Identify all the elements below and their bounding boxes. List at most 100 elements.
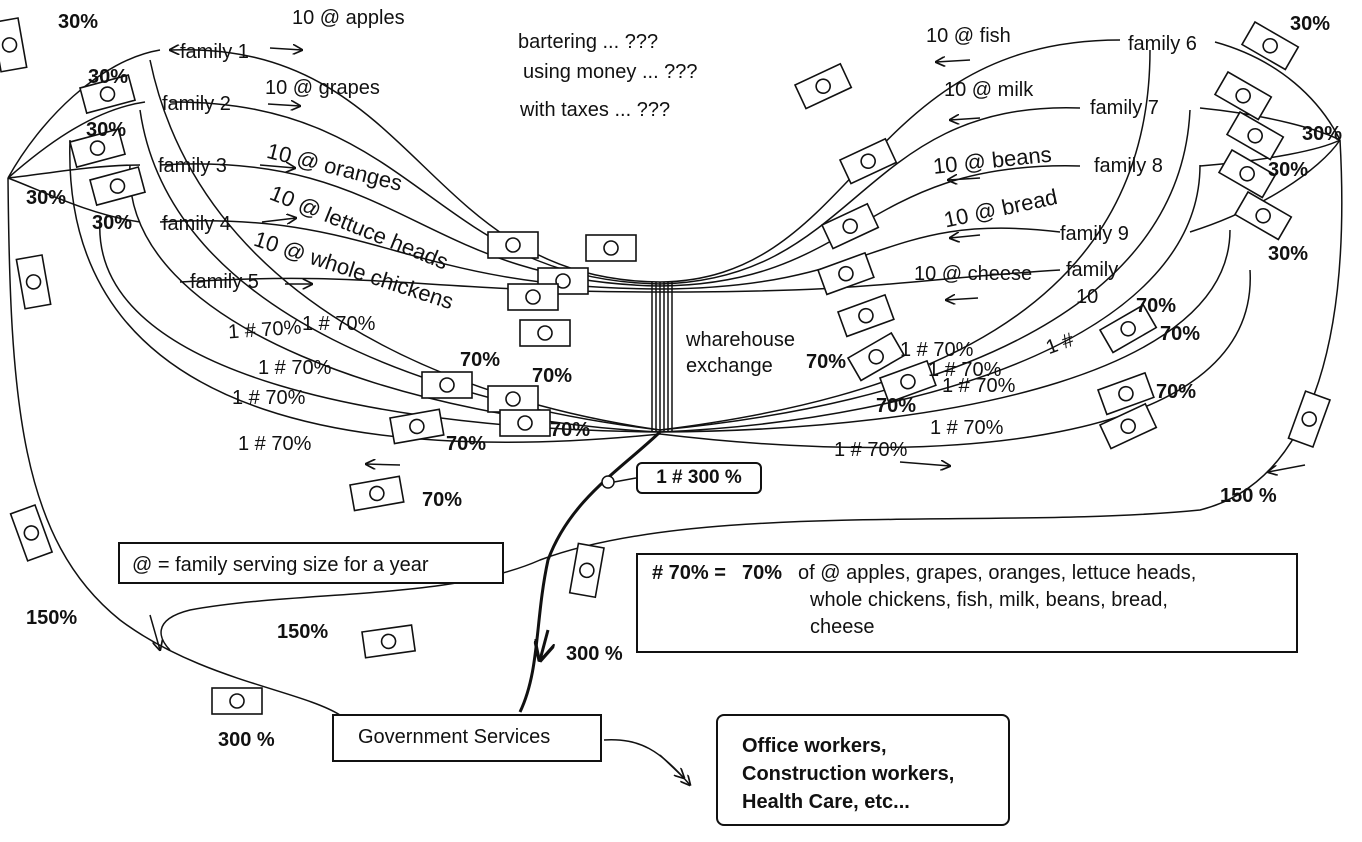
question-bartering: bartering ... ??? <box>518 31 659 53</box>
pct-30: 30% <box>92 212 133 234</box>
money-icon <box>487 385 539 413</box>
legend-hash-line1: of @ apples, grapes, oranges, lettuce he… <box>798 562 1197 584</box>
one-70-label: 1 # 70% <box>942 375 1016 397</box>
money-icon <box>211 687 263 715</box>
legend-hash-line3: cheese <box>810 616 875 638</box>
money-icon <box>69 128 127 169</box>
family-9-label: family 9 <box>1060 223 1129 245</box>
money-icon <box>793 62 853 110</box>
family-7-label: family 7 <box>1090 97 1159 119</box>
pct-70: 70% <box>532 365 573 387</box>
money-icon <box>421 371 473 399</box>
question-money: using money ... ??? <box>523 61 698 83</box>
money-icon <box>519 319 571 347</box>
milk-curve <box>659 107 1081 285</box>
cheese-curve <box>659 269 1061 293</box>
family-1-label: family 1 <box>180 41 249 63</box>
center-flow-box: 1 # 300 % <box>636 462 762 494</box>
workers-line-2: Construction workers, <box>742 763 955 785</box>
one-70-label: 1 # 70% <box>930 417 1004 439</box>
money-icon <box>9 503 54 562</box>
legend-hash-bold: 70% <box>742 562 783 584</box>
money-icon <box>838 137 898 185</box>
pct-30: 30% <box>88 66 129 88</box>
money-icon <box>1225 110 1285 161</box>
money-icon <box>89 166 147 207</box>
money-icon <box>846 331 906 382</box>
exchange-label-line2: exchange <box>686 355 773 377</box>
one-70-label: 1 # 70% <box>302 313 376 335</box>
pct-70: 70% <box>1156 381 1197 403</box>
workers-line-3: Health Care, etc... <box>742 791 910 813</box>
pct-70: 70% <box>422 489 463 511</box>
milk-label: 10 @ milk <box>944 79 1034 101</box>
money-icon <box>1213 70 1273 121</box>
money-icon <box>1233 190 1293 241</box>
money-icon <box>15 254 52 310</box>
money-icon <box>878 359 937 404</box>
pct-150: 150% <box>26 607 78 629</box>
pct-300: 300 % <box>566 643 623 665</box>
question-taxes: with taxes ... ??? <box>520 99 671 121</box>
legend-hash-line2: whole chickens, fish, milk, beans, bread… <box>810 589 1168 611</box>
one-70-label: 1 # 70% <box>834 439 908 461</box>
family-6-label: family 6 <box>1128 33 1197 55</box>
government-services-box: Government Services <box>332 714 602 762</box>
money-icon <box>1287 390 1332 449</box>
bread-curve <box>659 227 1061 290</box>
pct-70: 70% <box>1160 323 1201 345</box>
pct-70: 70% <box>806 351 847 373</box>
money-icon <box>1096 371 1155 416</box>
pct-150: 150% <box>277 621 329 643</box>
money-icon <box>1098 402 1158 450</box>
pct-70: 70% <box>460 349 501 371</box>
money-icon <box>487 231 539 259</box>
one-70-label: 1 # 70% <box>238 433 312 455</box>
apples-label: 10 @ apples <box>292 7 405 29</box>
pct-150: 150 % <box>1220 485 1277 507</box>
workers-line-1: Office workers, <box>742 735 887 757</box>
workers-box: Office workers, Construction workers, He… <box>716 714 1010 826</box>
family-5-label: family 5 <box>190 271 259 293</box>
money-icon <box>816 251 875 296</box>
money-icon <box>389 408 445 445</box>
family-10-label: family <box>1066 259 1119 281</box>
pct-70: 70% <box>446 433 487 455</box>
money-icon <box>499 409 551 437</box>
one-70-label: 1 # 70% <box>227 316 303 344</box>
pct-70: 70% <box>876 395 917 417</box>
cheese-label: 10 @ cheese <box>914 263 1033 285</box>
money-icon <box>820 202 880 250</box>
pct-30: 30% <box>26 187 67 209</box>
one-70-label: 1 # 70% <box>928 359 1002 381</box>
pct-30: 30% <box>1268 159 1309 181</box>
legend-hash-box: # 70% = 70% of @ apples, grapes, oranges… <box>636 553 1298 653</box>
family-8-label: family 8 <box>1094 155 1163 177</box>
one-70-label: 1 # 70% <box>900 339 974 361</box>
money-icon <box>507 283 559 311</box>
legend-hash-key: # 70% = <box>652 562 726 584</box>
legend-at-box: @ = family serving size for a year <box>118 542 504 584</box>
money-icon <box>361 624 417 659</box>
money-icon <box>79 74 137 115</box>
money-icon <box>1240 20 1300 71</box>
money-icons <box>0 17 1332 715</box>
family-10-number: 10 <box>1076 286 1099 308</box>
fish-label: 10 @ fish <box>926 25 1011 47</box>
one-70-label: 1 # 70% <box>232 387 306 409</box>
family-2-label: family 2 <box>162 93 231 115</box>
pct-30: 30% <box>58 11 99 33</box>
pct-70: 70% <box>1136 295 1177 317</box>
money-icon <box>0 17 28 73</box>
pct-30: 30% <box>1302 123 1343 145</box>
family-3-label: family 3 <box>158 155 227 177</box>
pct-300: 300 % <box>218 729 275 751</box>
grapes-label: 10 @ grapes <box>265 77 380 99</box>
exchange-label-line1: wharehouse <box>686 329 795 351</box>
family-4-label: family 4 <box>162 213 231 235</box>
money-icon <box>568 542 605 599</box>
money-icon <box>585 234 637 262</box>
money-icon <box>836 293 895 338</box>
